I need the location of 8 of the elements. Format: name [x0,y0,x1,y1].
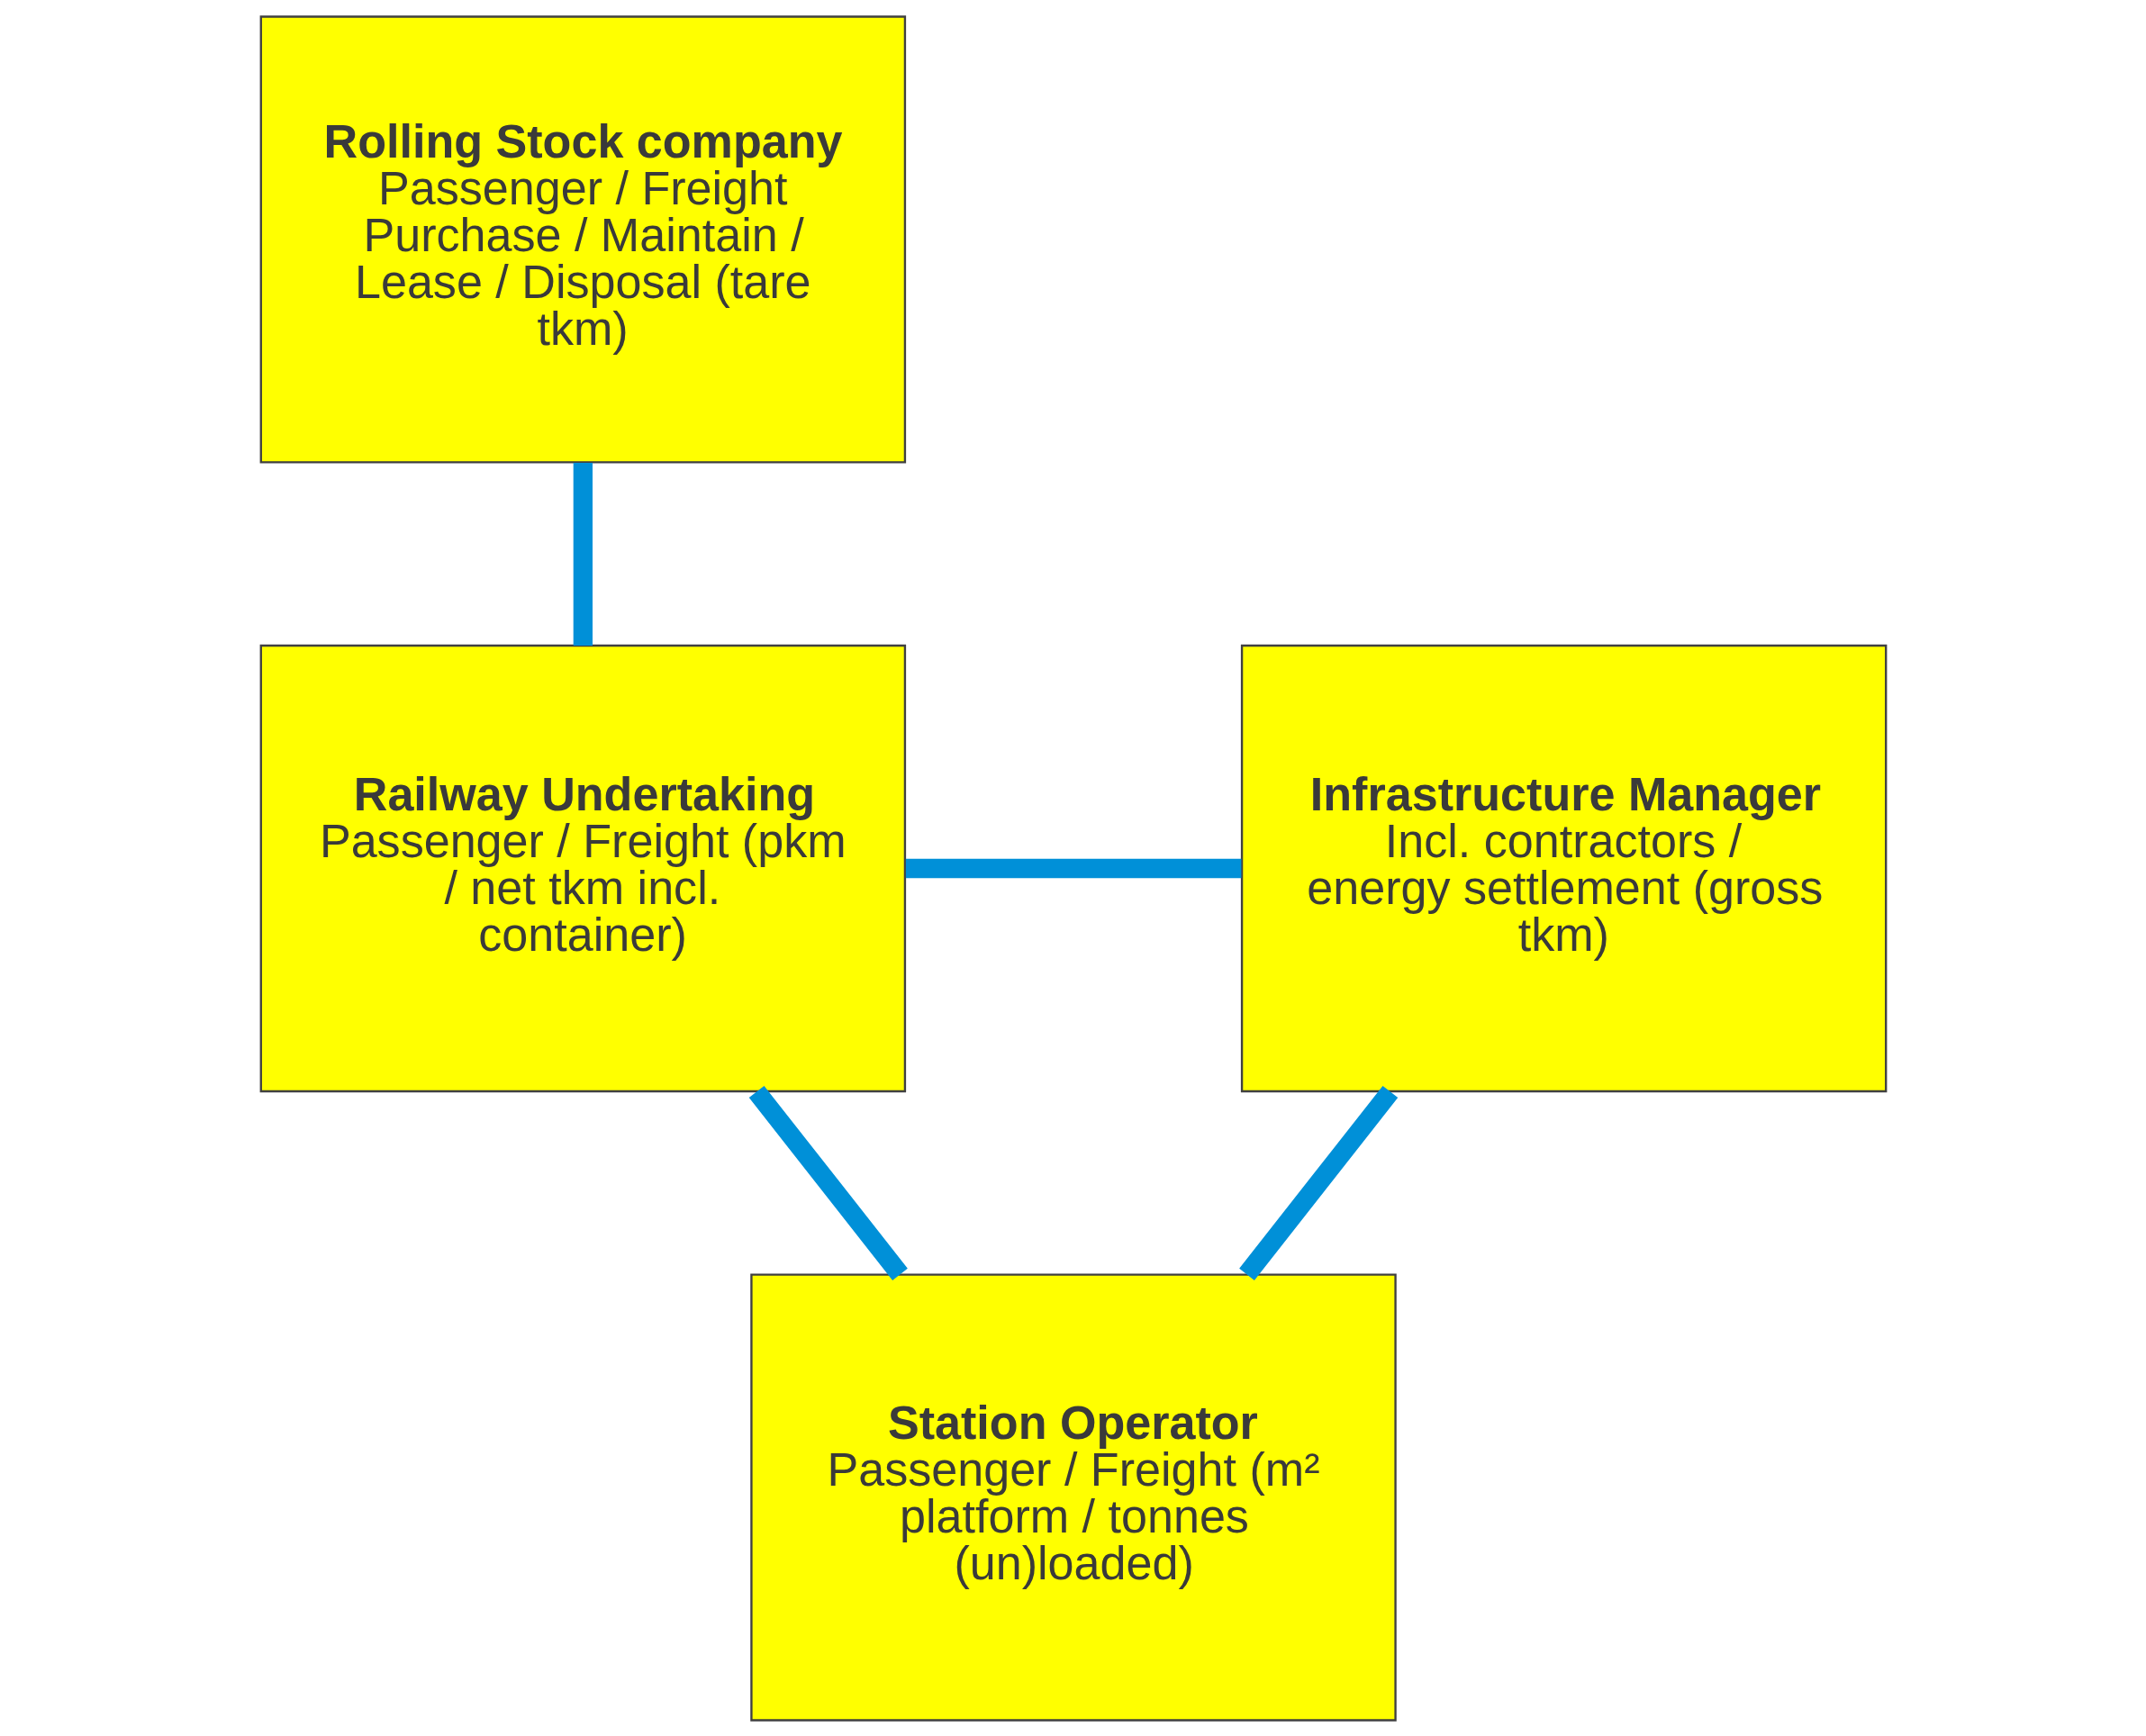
connector [1238,1085,1398,1280]
connector [905,858,1241,878]
node-box: Station Operator Passenger / Freight (m² platform / tonnes (un)loaded) [749,1272,1397,1722]
connector [748,1085,908,1280]
node-box: Infrastructure Manager Incl. contractors / energy settlement (gross tkm) [1240,644,1887,1092]
connector [573,462,593,646]
node-box: Railway Undertaking Passenger / Freight (pkm / net tkm incl. container) [259,644,906,1092]
node-box: Rolling Stock company Passenger / Freight Purchase / Maintain / Lease / Disposal (tare tkm) [259,14,906,464]
